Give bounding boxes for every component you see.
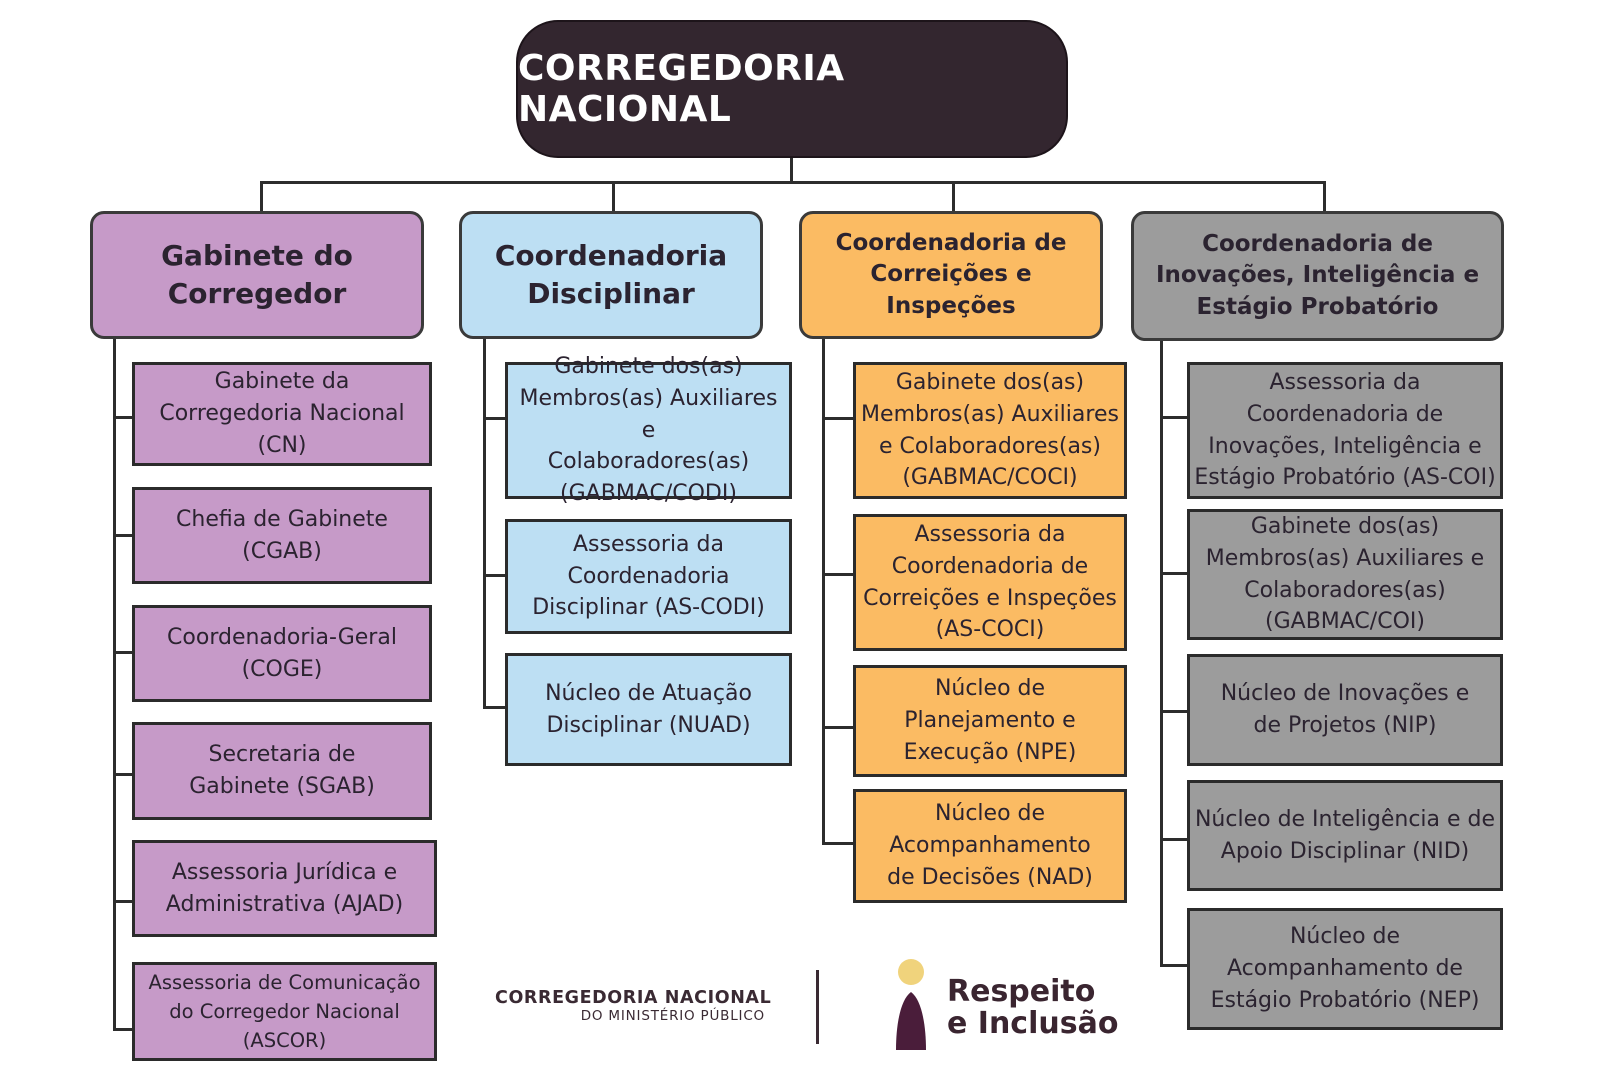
box-as-codi: Assessoria da Coordenadoria Disciplinar … xyxy=(505,519,792,634)
person-icon xyxy=(896,959,926,1050)
spine-col3 xyxy=(822,339,825,845)
box-nuad: Núcleo de Atuação Disciplinar (NUAD) xyxy=(505,653,792,766)
footer-divider xyxy=(816,970,819,1044)
heading-coordenadoria-correicoes: Coordenadoria de Correições e Inspeções xyxy=(799,211,1103,339)
connector-col2 xyxy=(612,181,615,211)
heading-gabinete-corregedor: Gabinete do Corregedor xyxy=(90,211,424,339)
tick-col2-3 xyxy=(483,706,507,709)
connector-col1 xyxy=(260,181,263,211)
box-npe: Núcleo de Planejamento e Execução (NPE) xyxy=(853,665,1127,777)
box-cn: Gabinete da Corregedoria Nacional (CN) xyxy=(132,362,432,466)
box-nip: Núcleo de Inovações e de Projetos (NIP) xyxy=(1187,654,1503,766)
tick-col4-4 xyxy=(1160,838,1189,841)
connector-horizontal xyxy=(260,181,1326,184)
logo-org-name: CORREGEDORIA NACIONAL xyxy=(495,988,772,1008)
tick-col4-5 xyxy=(1160,964,1189,967)
connector-col3 xyxy=(952,181,955,211)
tick-col2-2 xyxy=(483,574,507,577)
connector-col4 xyxy=(1323,181,1326,211)
tick-col1-3 xyxy=(113,651,133,654)
tick-col4-2 xyxy=(1160,572,1189,575)
box-coge: Coordenadoria-Geral (COGE) xyxy=(132,605,432,702)
box-ascor: Assessoria de Comunicação do Corregedor … xyxy=(132,962,437,1061)
box-nid: Núcleo de Inteligência e de Apoio Discip… xyxy=(1187,780,1503,891)
tick-col1-5 xyxy=(113,900,133,903)
tick-col2-1 xyxy=(483,417,507,420)
tick-col3-3 xyxy=(822,726,855,729)
tick-col3-4 xyxy=(822,842,855,845)
box-as-coci: Assessoria da Coordenadoria de Correiçõe… xyxy=(853,514,1127,651)
box-sgab: Secretaria de Gabinete (SGAB) xyxy=(132,722,432,820)
box-gabmac-coci: Gabinete dos(as) Membros(as) Auxiliares … xyxy=(853,362,1127,499)
box-cgab: Chefia de Gabinete (CGAB) xyxy=(132,487,432,584)
tick-col3-1 xyxy=(822,417,855,420)
box-ajad: Assessoria Jurídica e Administrativa (AJ… xyxy=(132,840,437,937)
box-nad: Núcleo de Acompanhamento de Decisões (NA… xyxy=(853,789,1127,903)
heading-coordenadoria-disciplinar: Coordenadoria Disciplinar xyxy=(459,211,763,339)
tick-col1-1 xyxy=(113,416,133,419)
heading-coordenadoria-inovacoes: Coordenadoria de Inovações, Inteligência… xyxy=(1131,211,1504,341)
spine-col4 xyxy=(1160,341,1163,967)
tick-col3-2 xyxy=(822,573,855,576)
root-title: CORREGEDORIA NACIONAL xyxy=(518,48,845,130)
campaign-text: Respeito e Inclusão xyxy=(947,974,1119,1041)
box-gabmac-coi: Gabinete dos(as) Membros(as) Auxiliares … xyxy=(1187,509,1503,640)
box-gabmac-codi: Gabinete dos(as) Membros(as) Auxiliares … xyxy=(505,354,792,506)
tick-col4-3 xyxy=(1160,710,1189,713)
tick-col1-4 xyxy=(113,773,133,776)
tick-col1-2 xyxy=(113,534,133,537)
tick-col4-1 xyxy=(1160,416,1189,419)
logo-org-sub: DO MINISTÉRIO PÚBLICO xyxy=(580,1008,765,1024)
root-node: CORREGEDORIA NACIONAL xyxy=(516,20,1068,158)
spine-col2 xyxy=(483,339,486,708)
connector-root-down xyxy=(790,158,793,182)
tick-col1-6 xyxy=(113,1028,133,1031)
spine-col1 xyxy=(113,339,116,1030)
box-nep: Núcleo de Acompanhamento de Estágio Prob… xyxy=(1187,908,1503,1030)
corregedoria-logo: CORREGEDORIA NACIONAL DO MINISTÉRIO PÚBL… xyxy=(495,988,772,1024)
box-as-coi: Assessoria da Coordenadoria de Inovações… xyxy=(1187,362,1503,499)
